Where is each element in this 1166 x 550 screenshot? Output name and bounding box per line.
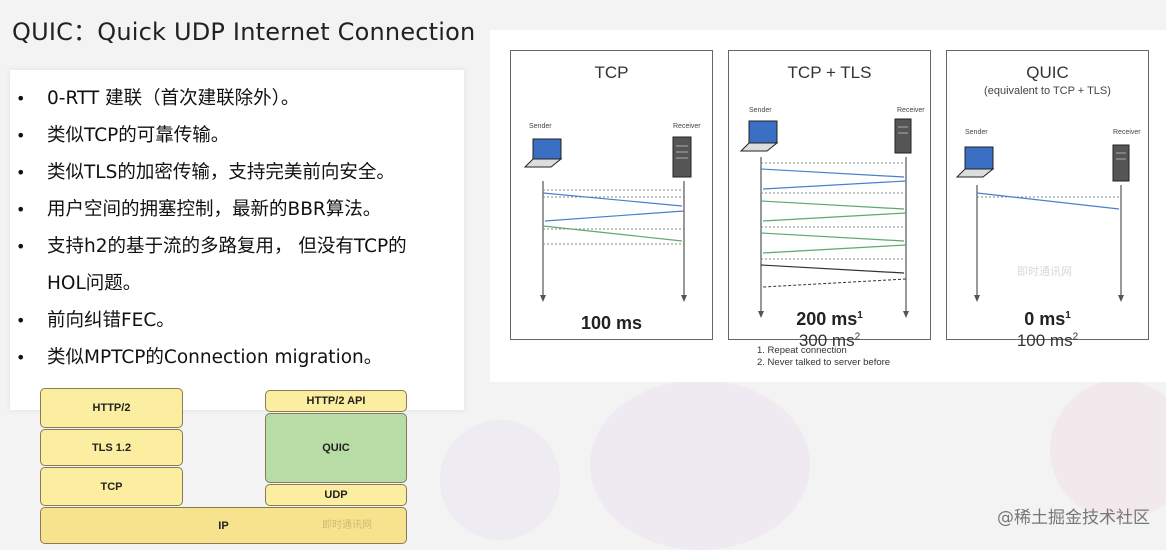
panel-subtitle: (equivalent to TCP + TLS): [984, 85, 1111, 97]
list-item: • 用户空间的拥塞控制，最新的BBR算法。: [10, 191, 464, 228]
receiver-label: Receiver: [673, 123, 701, 130]
background-decoration: [440, 420, 560, 540]
list-item-text: 支持h2的基于流的多路复用， 但没有TCP的: [47, 236, 407, 257]
latency-value-text: 200 ms: [796, 309, 858, 329]
page-title: QUIC：Quick UDP Internet Connection: [12, 18, 476, 46]
latency-value-text: 100 ms: [1016, 331, 1073, 350]
footnote: 2. Never talked to server before: [757, 357, 891, 368]
panel-title: TCP + TLS: [787, 63, 872, 82]
latency-value-text: 0 ms: [1024, 309, 1066, 329]
handshake-comparison: TCP Sender Receiver: [490, 30, 1166, 382]
stack-layer-ip: IP: [40, 507, 407, 544]
stack-layer-udp: UDP: [265, 484, 407, 506]
bullet-icon: •: [16, 311, 26, 330]
handshake-flow: [955, 144, 1130, 302]
laptop-icon: [523, 138, 563, 168]
server-icon: [672, 136, 692, 178]
footnote-marker: 1: [857, 310, 863, 321]
bullet-icon: •: [16, 237, 26, 256]
list-item-text: 0-RTT 建联（首次建联除外）。: [47, 88, 300, 109]
laptop-icon: [739, 120, 779, 152]
latency-value: 100 ms: [580, 313, 643, 333]
stack-layer-http2: HTTP/2: [40, 388, 183, 428]
handshake-flow: [739, 118, 912, 318]
server-icon: [894, 118, 912, 154]
stack-layer-quic: QUIC: [265, 413, 407, 483]
stack-watermark: 即时通讯网: [322, 520, 372, 531]
list-item: • 前向纠错FEC。: [10, 302, 464, 339]
bullet-icon: •: [16, 348, 26, 367]
panel-title: QUIC: [1026, 63, 1069, 82]
footnote-marker: 2: [1072, 331, 1079, 343]
list-item-text: 用户空间的拥塞控制，最新的BBR算法。: [47, 199, 382, 220]
receiver-label: Receiver: [1113, 129, 1141, 136]
source-credit: @稀土掘金技术社区: [997, 508, 1150, 528]
footnote-marker: 1: [1065, 310, 1071, 321]
background-decoration: [590, 380, 810, 550]
sender-label: Sender: [529, 123, 552, 130]
handshake-flow: [523, 136, 692, 302]
latency-value: 0 ms1: [947, 309, 1148, 330]
list-item-text: 类似TCP的可靠传输。: [47, 125, 230, 146]
bullet-icon: •: [16, 126, 26, 145]
latency-value: 200 ms1: [729, 309, 930, 330]
list-item: • 类似MPTCP的Connection migration。: [10, 339, 464, 376]
panel-quic: QUIC (equivalent to TCP + TLS) Sender Re…: [946, 50, 1149, 350]
latency-value-secondary: 100 ms2: [947, 331, 1148, 351]
list-item-text: 前向纠错FEC。: [47, 310, 175, 331]
bullet-icon: •: [16, 89, 26, 108]
bullet-icon: •: [16, 163, 26, 182]
sender-label: Sender: [749, 107, 772, 114]
list-item-text-continued: HOL问题。: [47, 273, 142, 294]
panel-title: TCP: [594, 63, 629, 82]
panel-tcp-tls: TCP + TLS Sender Receiver: [728, 50, 931, 350]
footnote-marker: 2: [854, 331, 861, 343]
bullet-icon: •: [16, 200, 26, 219]
list-item-text: 类似MPTCP的Connection migration。: [47, 347, 383, 368]
list-item: • 类似TLS的加密传输，支持完美前向安全。: [10, 154, 464, 191]
sender-label: Sender: [965, 129, 988, 136]
panel-tcp: TCP Sender Receiver: [510, 50, 713, 340]
feature-list: • 0-RTT 建联（首次建联除外）。 • 类似TCP的可靠传输。 • 类似TLS的加…: [10, 80, 464, 376]
laptop-icon: [955, 146, 995, 178]
latency-value-secondary: 300 ms2: [729, 331, 930, 351]
list-item: • 类似TCP的可靠传输。: [10, 117, 464, 154]
feature-list-card: • 0-RTT 建联（首次建联除外）。 • 类似TCP的可靠传输。 • 类似TLS的加…: [10, 70, 464, 410]
footnote: 1. Repeat connection: [757, 345, 847, 356]
list-item: • 0-RTT 建联（首次建联除外）。: [10, 80, 464, 117]
list-item-text: 类似TLS的加密传输，支持完美前向安全。: [47, 162, 395, 183]
background-decoration: [1050, 380, 1166, 520]
server-icon: [1112, 144, 1130, 182]
receiver-label: Receiver: [897, 107, 925, 114]
list-item: • 支持h2的基于流的多路复用， 但没有TCP的 HOL问题。: [10, 228, 464, 302]
stack-layer-http2-api: HTTP/2 API: [265, 390, 407, 412]
stack-layer-tcp: TCP: [40, 467, 183, 506]
stack-layer-tls: TLS 1.2: [40, 429, 183, 466]
panel-watermark: 即时通讯网: [1017, 266, 1072, 278]
latency-value-text: 300 ms: [798, 331, 855, 350]
